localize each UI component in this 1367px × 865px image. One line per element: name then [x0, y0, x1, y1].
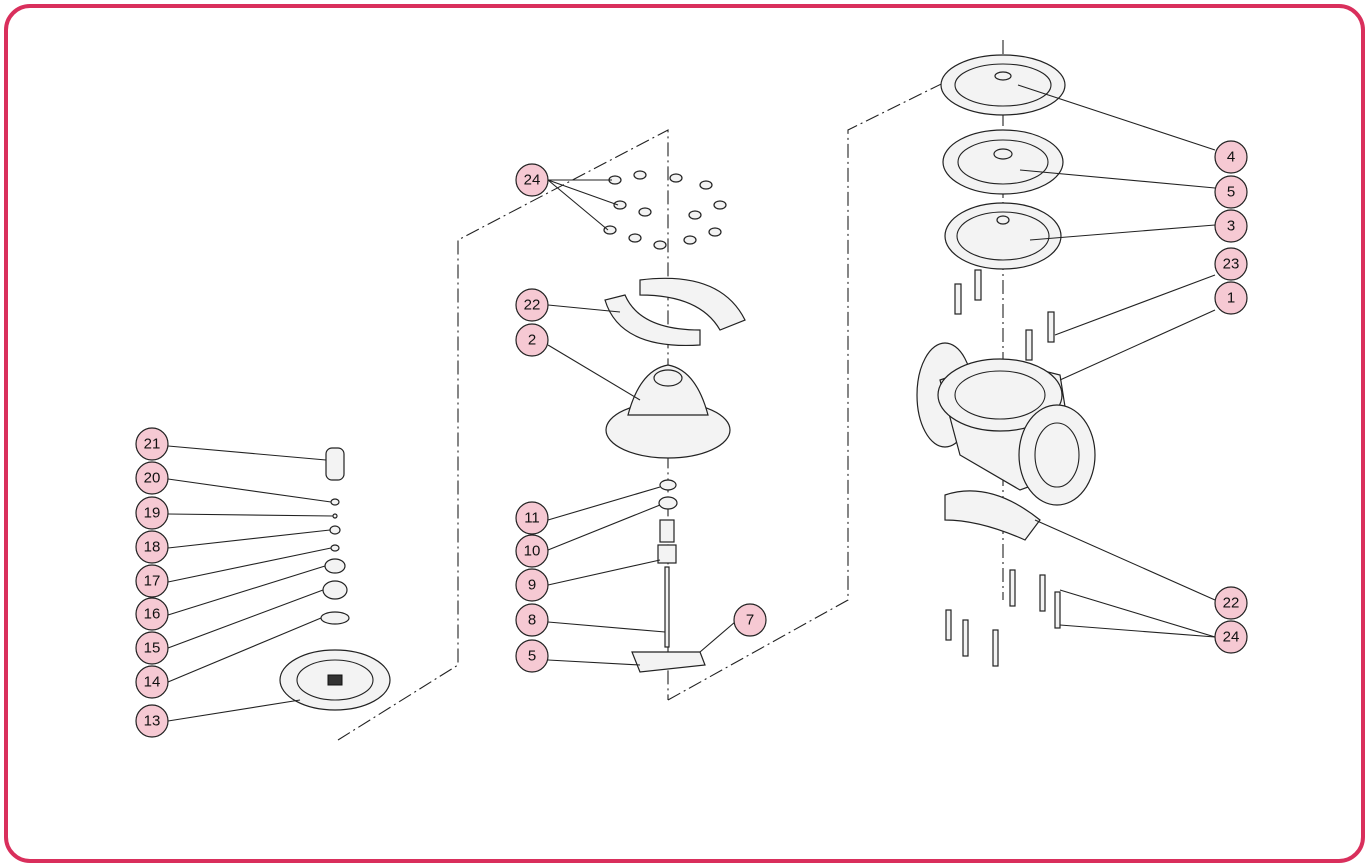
callout-14: 14: [135, 665, 169, 699]
callout-3: 3: [1214, 209, 1248, 243]
svg-text:10: 10: [524, 543, 541, 560]
callout-22-right: 22: [1214, 586, 1248, 620]
callout-8: 8: [515, 603, 549, 637]
diaphragm: [944, 202, 1062, 270]
callout-22-left: 22: [515, 288, 549, 322]
callout-24-top: 24: [515, 163, 549, 197]
callout-15: 15: [135, 631, 169, 665]
svg-text:24: 24: [1223, 629, 1240, 646]
callout-20: 20: [135, 461, 169, 495]
bonnet: [605, 364, 731, 459]
svg-text:16: 16: [144, 606, 161, 623]
bolts-bottom: [945, 569, 1061, 667]
leader-lines: [167, 84, 1216, 722]
svg-text:5: 5: [528, 648, 536, 665]
callout-24-right: 24: [1214, 620, 1248, 654]
svg-text:9: 9: [528, 577, 536, 594]
handwheel-stack: [279, 447, 391, 711]
svg-text:20: 20: [144, 470, 161, 487]
callout-10: 10: [515, 534, 549, 568]
studs: [954, 269, 1055, 361]
top-cover-plate: [940, 54, 1066, 116]
callout-4: 4: [1214, 140, 1248, 174]
svg-text:7: 7: [746, 612, 754, 629]
svg-text:21: 21: [144, 436, 161, 453]
svg-text:18: 18: [144, 539, 161, 556]
callout-21: 21: [135, 427, 169, 461]
svg-text:1: 1: [1227, 290, 1235, 307]
svg-text:23: 23: [1223, 256, 1240, 273]
callout-5-bottom: 5: [515, 639, 549, 673]
callout-11: 11: [515, 501, 549, 535]
stem-assembly: [631, 479, 706, 673]
svg-text:15: 15: [144, 640, 161, 657]
svg-text:24: 24: [524, 172, 541, 189]
valve-body: [916, 342, 1096, 506]
svg-text:3: 3: [1227, 218, 1235, 235]
svg-text:22: 22: [1223, 595, 1240, 612]
callout-16: 16: [135, 597, 169, 631]
svg-text:19: 19: [144, 505, 161, 522]
svg-text:17: 17: [144, 573, 161, 590]
svg-text:2: 2: [528, 332, 536, 349]
svg-text:8: 8: [528, 612, 536, 629]
callout-17: 17: [135, 564, 169, 598]
svg-text:13: 13: [144, 713, 161, 730]
svg-text:14: 14: [144, 674, 161, 691]
svg-text:5: 5: [1227, 184, 1235, 201]
svg-text:22: 22: [524, 297, 541, 314]
callout-1: 1: [1214, 281, 1248, 315]
callout-9: 9: [515, 568, 549, 602]
callout-7: 7: [733, 603, 767, 637]
nut-washer-cluster-top: [603, 170, 727, 250]
split-ring-right: [944, 490, 1041, 541]
callout-23: 23: [1214, 247, 1248, 281]
callout-19: 19: [135, 496, 169, 530]
callout-5-top: 5: [1214, 175, 1248, 209]
svg-text:4: 4: [1227, 149, 1235, 166]
split-ring-left: [604, 277, 746, 347]
callout-13: 13: [135, 704, 169, 738]
callout-18: 18: [135, 530, 169, 564]
callout-2: 2: [515, 323, 549, 357]
diaphragm-plate: [942, 129, 1064, 195]
svg-text:11: 11: [524, 510, 540, 527]
